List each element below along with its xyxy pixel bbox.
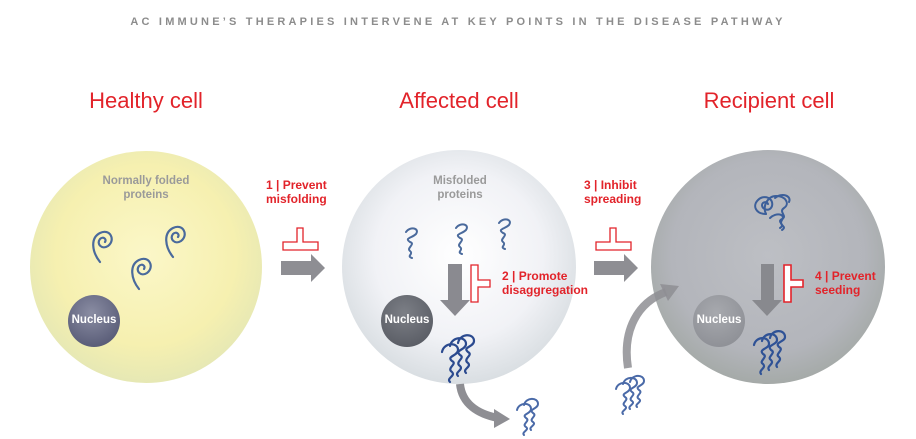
recipient-cell-title: Recipient cell: [703, 88, 835, 113]
step-4-line1: 4 | Prevent: [815, 269, 876, 283]
step-4-line2: seeding: [815, 283, 861, 297]
inhibitor-icon: [595, 227, 632, 251]
curved-arrow-icon: [622, 288, 668, 369]
affected-protein-label: Misfolded proteins: [400, 174, 520, 202]
inhibitor-icon: [783, 264, 804, 303]
step-1-line1: 1 | Prevent: [266, 178, 327, 192]
aggregate-protein-icon: [752, 330, 787, 376]
inhibitor-icon: [470, 264, 491, 303]
curved-arrow-head-icon: [494, 409, 510, 428]
folded-protein-icon: [92, 230, 113, 264]
seed-aggregate-icon: [754, 194, 791, 231]
arrow-down-icon: [440, 264, 470, 316]
affected-nucleus: [381, 295, 433, 347]
healthy-cell-title: Healthy cell: [89, 88, 203, 113]
step-3-line1: 3 | Inhibit: [584, 178, 637, 192]
folded-protein-icon: [165, 225, 186, 259]
step-2-label: 2 | Promote disaggregation: [502, 269, 588, 297]
step-3-label: 3 | Inhibit spreading: [584, 178, 641, 206]
step-2-line2: disaggregation: [502, 283, 589, 297]
healthy-protein-label-line1: Normally folded: [102, 175, 190, 187]
affected-nucleus-label: Nucleus: [384, 314, 430, 326]
healthy-nucleus: [68, 295, 120, 347]
affected-protein-label-line2: proteins: [437, 189, 483, 201]
affected-cell-title: Affected cell: [399, 88, 519, 113]
misfolded-protein-icon: [405, 227, 418, 259]
misfolded-protein-icon: [498, 218, 511, 250]
affected-protein-label-line1: Misfolded: [433, 175, 487, 187]
step-1-label: 1 | Prevent misfolding: [266, 178, 327, 206]
misfolded-protein-icon: [455, 223, 468, 255]
recipient-nucleus-label: Nucleus: [696, 314, 742, 326]
inhibitor-icon: [282, 227, 319, 251]
curved-arrow-icon: [456, 383, 499, 422]
healthy-protein-label-line2: proteins: [123, 189, 169, 201]
step-1-line2: misfolding: [266, 192, 327, 206]
step-4-label: 4 | Prevent seeding: [815, 269, 876, 297]
aggregate-protein-icon: [615, 374, 646, 415]
healthy-nucleus-label: Nucleus: [71, 314, 117, 326]
folded-protein-icon: [131, 257, 152, 291]
arrow-right-icon: [281, 254, 325, 282]
aggregate-protein-icon: [440, 334, 476, 384]
step-2-line1: 2 | Promote: [502, 269, 568, 283]
healthy-protein-label: Normally folded proteins: [86, 174, 206, 202]
arrow-right-icon: [594, 254, 638, 282]
aggregate-protein-icon: [516, 397, 540, 436]
step-3-line2: spreading: [584, 192, 642, 206]
diagram-title: AC IMMUNE’S THERAPIES INTERVENE AT KEY P…: [130, 16, 786, 28]
curved-arrow-head-icon: [660, 284, 679, 301]
recipient-nucleus: [693, 295, 745, 347]
arrow-down-icon: [752, 264, 782, 316]
